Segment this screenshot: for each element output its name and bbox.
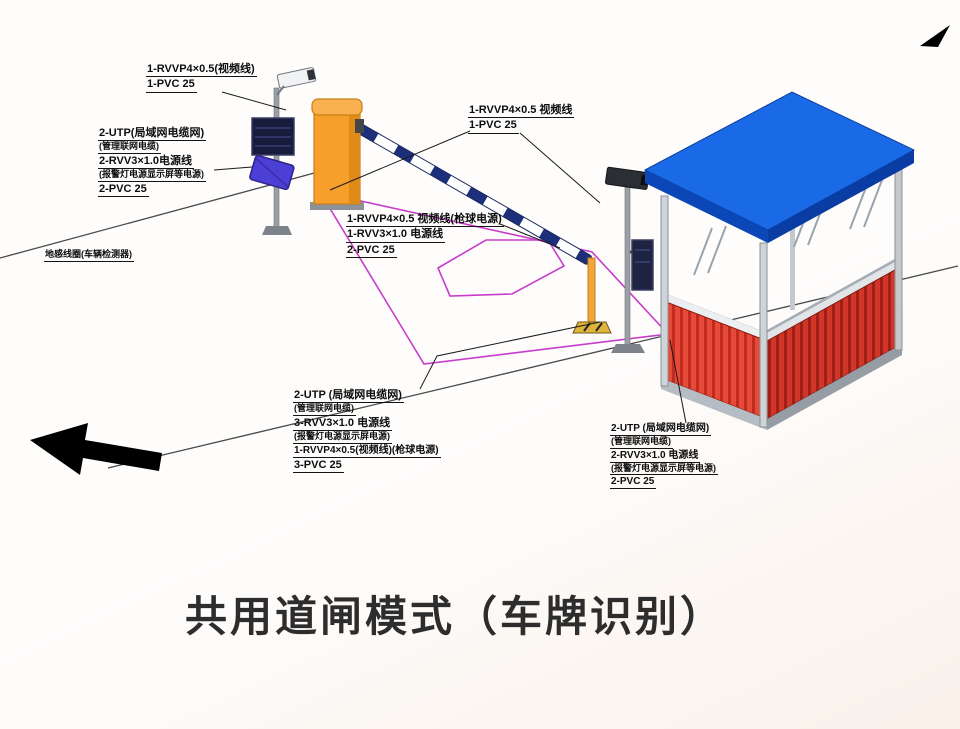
cable-label: 2-RVV3×1.0电源线 — [98, 154, 195, 170]
direction-arrow-small — [920, 25, 950, 47]
leader-lines — [213, 91, 687, 424]
cable-label: 3-RVV3×1.0 电源线 — [293, 416, 393, 432]
cable-label: 地感线圈(车辆检测器) — [44, 249, 134, 262]
guard-booth — [643, 91, 916, 430]
cable-label: 1-RVVP4×0.5(视频线)(枪球电源) — [293, 444, 441, 458]
cable-label: 2-UTP (局域网电缆网) — [293, 388, 404, 404]
label-block-led-display: 2-UTP(局域网电缆网) (管理联网电缆) 2-RVV3×1.0电源线 (报警… — [98, 126, 207, 198]
cable-label: (管理联网电缆) — [293, 403, 356, 416]
led-display — [251, 117, 295, 156]
cable-label: 1-PVC 25 — [468, 118, 519, 134]
cable-label: 1-RVVP4×0.5 视频线(枪球电源) — [346, 212, 504, 228]
booth-panel-right — [766, 265, 903, 420]
cable-label: (管理联网电缆) — [610, 436, 673, 449]
cable-label: 1-RVVP4×0.5(视频线) — [146, 62, 257, 78]
road-lines — [0, 171, 959, 469]
cable-label: 1-RVVP4×0.5 视频线 — [468, 103, 575, 119]
cable-label: 2-UTP (局域网电缆网) — [610, 423, 712, 436]
diagram-title: 共用道闸模式（车牌识别） — [184, 593, 725, 640]
direction-arrow-large — [30, 423, 162, 475]
label-block-camera1: 1-RVVP4×0.5(视频线) 1-PVC 25 — [146, 62, 257, 93]
cable-label: 1-PVC 25 — [146, 77, 197, 93]
flood-light — [249, 154, 295, 191]
lpr-camera-1 — [276, 67, 317, 89]
cable-label: 3-PVC 25 — [293, 458, 344, 474]
cable-label: (报警灯电源显示屏等电源) — [98, 169, 206, 182]
label-block-camera2: 1-RVVP4×0.5 视频线 1-PVC 25 — [468, 103, 575, 134]
ground-loop-coil — [436, 239, 566, 297]
cable-label: (报警灯电源显示屏等电源) — [610, 463, 718, 476]
exit-camera-pole — [604, 166, 654, 353]
controller-box — [630, 239, 654, 291]
cable-label: (管理联网电缆) — [98, 141, 161, 154]
cable-label: (报警灯电源显示屏电源) — [293, 431, 392, 444]
arm-end-post — [572, 257, 612, 334]
cable-label: 2-PVC 25 — [98, 182, 149, 198]
barrier-gate-cabinet — [310, 98, 364, 210]
cable-label: 1-RVV3×1.0 电源线 — [346, 227, 446, 243]
cable-label: 2-UTP(局域网电缆网) — [98, 126, 207, 142]
lpr-camera-2 — [604, 166, 650, 190]
label-block-bottom: 2-UTP (局域网电缆网) (管理联网电缆) 3-RVV3×1.0 电源线 (… — [293, 388, 441, 474]
entry-camera-pole — [249, 67, 317, 235]
label-ground-loop: 地感线圈(车辆检测器) — [44, 249, 134, 262]
label-block-booth: 2-UTP (局域网电缆网) (管理联网电缆) 2-RVV3×1.0 电源线 (… — [610, 422, 718, 490]
cable-label: 2-RVV3×1.0 电源线 — [610, 449, 701, 463]
cable-label: 2-PVC 25 — [346, 243, 397, 258]
cable-label: 2-PVC 25 — [610, 476, 657, 490]
label-block-middle: 1-RVVP4×0.5 视频线(枪球电源) 1-RVV3×1.0 电源线 2-P… — [346, 212, 504, 258]
booth-roof — [643, 91, 916, 243]
